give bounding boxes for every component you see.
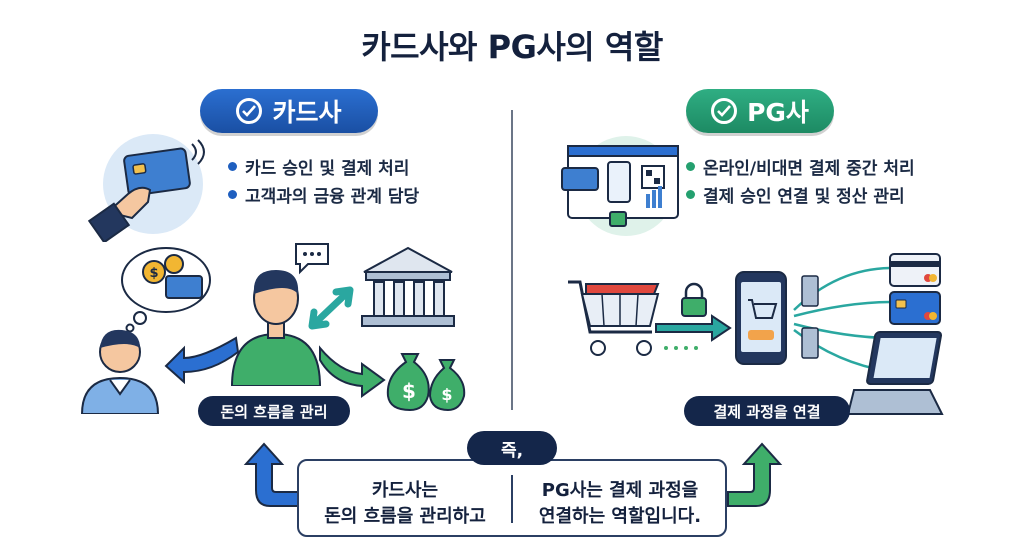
summary-divider xyxy=(511,475,513,523)
thought-bubble-icon: $ xyxy=(121,247,211,333)
money-bags-icon: $ $ xyxy=(386,353,466,412)
payment-screen-icon xyxy=(561,136,679,236)
bank-icon xyxy=(361,246,455,327)
bullet-dot xyxy=(228,161,237,171)
list-item: 고객과의 금융 관계 담당 xyxy=(228,180,419,208)
center-divider xyxy=(511,110,513,410)
speech-bubble-icon xyxy=(295,243,329,275)
lock-icon xyxy=(655,282,732,350)
page-title: 카드사와 PG사의 역할 xyxy=(361,28,663,66)
smartphone-icon xyxy=(735,271,787,365)
list-item: 온라인/비대면 결제 중간 처리 xyxy=(686,152,915,180)
card-company-heading: 카드사 xyxy=(200,89,378,133)
summary-label: 즉, xyxy=(467,431,557,465)
svg-text:$: $ xyxy=(149,266,158,281)
summary-right: PG사는 결제 과정을 연결하는 역할입니다. xyxy=(520,478,720,530)
card-company-bullets: 카드 승인 및 결제 처리 고객과의 금융 관계 담당 xyxy=(228,152,419,208)
bullet-dot xyxy=(686,161,695,171)
summary-right-line2: 연결하는 역할입니다. xyxy=(538,506,702,527)
summary-arrow-left-icon xyxy=(243,442,299,507)
check-icon xyxy=(236,98,263,124)
card-company-heading-label: 카드사 xyxy=(272,98,342,127)
bullet-dot xyxy=(686,189,695,199)
flow-arrow-icon xyxy=(319,345,386,398)
card-company-tag: 돈의 흐름을 관리 xyxy=(198,396,350,426)
flow-arrow-icon xyxy=(164,336,240,384)
shopping-cart-icon xyxy=(568,280,660,356)
bullet-dot xyxy=(228,189,237,199)
person-icon xyxy=(230,270,322,386)
pg-company-heading: PG사 xyxy=(686,89,834,133)
credit-card-icon xyxy=(889,291,941,325)
summary-arrow-right-icon xyxy=(727,442,783,507)
summary-right-line1: PG사는 결제 과정을 xyxy=(541,480,699,501)
credit-card-icon xyxy=(889,253,941,287)
svg-text:$: $ xyxy=(402,379,416,403)
pg-company-bullets: 온라인/비대면 결제 중간 처리 결제 승인 연결 및 정산 관리 xyxy=(686,152,915,208)
list-item: 카드 승인 및 결제 처리 xyxy=(228,152,419,180)
customer-icon xyxy=(80,329,160,414)
summary-left: 카드사는 돈의 흐름을 관리하고 xyxy=(305,478,505,530)
laptop-icon xyxy=(846,331,944,415)
summary-left-line2: 돈의 흐름을 관리하고 xyxy=(324,506,486,527)
pg-company-tag: 결제 과정을 연결 xyxy=(684,396,850,426)
pg-company-heading-label: PG사 xyxy=(747,98,809,127)
card-in-hand-icon xyxy=(88,134,205,242)
check-icon xyxy=(711,98,738,124)
summary-left-line1: 카드사는 xyxy=(371,480,439,501)
svg-text:$: $ xyxy=(441,385,452,404)
list-item: 결제 승인 연결 및 정산 관리 xyxy=(686,180,915,208)
exchange-arrow-icon xyxy=(308,286,354,330)
